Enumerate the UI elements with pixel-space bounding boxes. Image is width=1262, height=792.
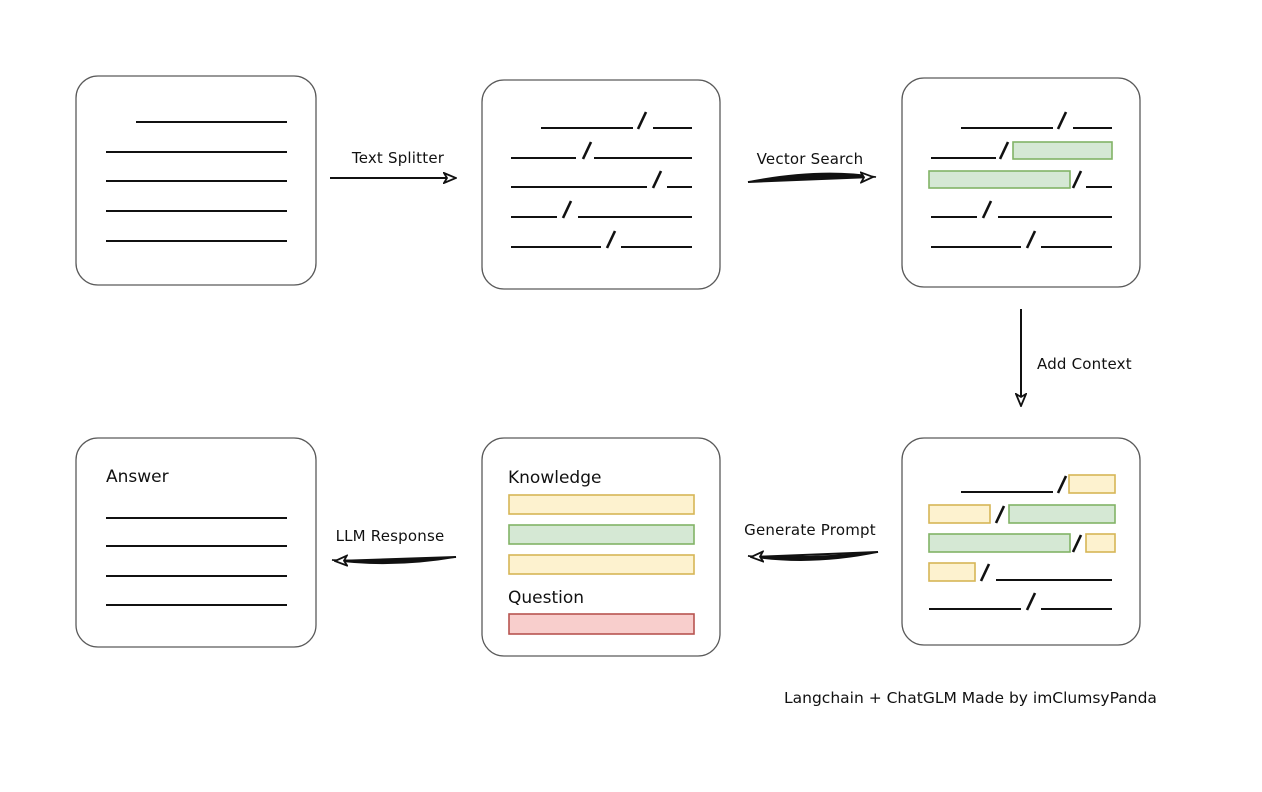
chunk-separator xyxy=(998,141,1010,160)
chunk-highlight-yellow xyxy=(928,504,991,524)
edge-generate-prompt: Generate Prompt xyxy=(744,521,879,561)
chunk-row xyxy=(931,141,1113,160)
chunk-row xyxy=(931,200,1112,219)
chunk-separator xyxy=(1071,534,1083,553)
chunk-row xyxy=(931,230,1112,249)
chunk-separator xyxy=(1025,230,1037,249)
edge-label-generate-prompt: Generate Prompt xyxy=(744,521,876,539)
chunk-row xyxy=(928,562,1112,582)
chunk-row xyxy=(928,170,1112,189)
chunk-separator xyxy=(981,200,993,219)
chunk-highlight-green xyxy=(928,533,1071,553)
chunk-highlight-yellow xyxy=(1085,533,1116,553)
chunk-highlight-yellow xyxy=(1068,474,1116,494)
chunk-row xyxy=(928,504,1116,524)
prompt-card[interactable] xyxy=(481,437,721,657)
answer-box[interactable]: Answer xyxy=(75,437,317,648)
context-chunks-box[interactable] xyxy=(901,437,1141,646)
answer-card[interactable] xyxy=(75,437,317,648)
chunk-row xyxy=(511,230,692,249)
chunk-separator xyxy=(1056,475,1068,494)
answer-heading: Answer xyxy=(106,467,169,487)
knowledge-heading: Knowledge xyxy=(508,468,601,488)
chunk-separator xyxy=(581,141,593,160)
chunk-row xyxy=(511,200,692,219)
arrow-llm-response xyxy=(336,557,457,561)
chunk-separator xyxy=(979,563,991,582)
chunk-separator xyxy=(994,505,1006,524)
knowledge-bar-yellow xyxy=(508,494,695,515)
split-chunks-card[interactable] xyxy=(481,79,721,290)
chunk-separator xyxy=(1071,170,1083,189)
arrow-llm-response-body xyxy=(331,556,457,565)
chunk-separator xyxy=(651,170,663,189)
chunk-separator xyxy=(561,200,573,219)
chunk-highlight-green xyxy=(1008,504,1116,524)
edge-llm-response: LLM Response xyxy=(331,527,457,565)
question-bar-red xyxy=(508,613,695,635)
arrow-vector-search-body xyxy=(747,172,877,183)
chunk-row xyxy=(541,111,692,130)
chunk-separator xyxy=(636,111,648,130)
matched-chunks-box[interactable] xyxy=(901,77,1141,288)
chunk-highlight-green xyxy=(1012,141,1113,160)
chunk-separator xyxy=(1025,592,1037,611)
edge-vector-search: Vector Search xyxy=(747,150,877,183)
knowledge-bar-green xyxy=(508,524,695,545)
edge-label-add-context: Add Context xyxy=(1037,355,1132,373)
chunk-row xyxy=(511,141,692,160)
edge-text-splitter: Text Splitter xyxy=(330,149,455,178)
edge-label-text-splitter: Text Splitter xyxy=(351,149,445,167)
source-document-box[interactable] xyxy=(75,75,317,286)
chunk-row xyxy=(511,170,692,189)
chunk-highlight-green xyxy=(928,170,1071,189)
edge-label-vector-search: Vector Search xyxy=(757,150,864,168)
arrow-generate-prompt-body xyxy=(747,551,879,561)
chunk-separator xyxy=(1056,111,1068,130)
prompt-box[interactable]: Knowledge Question xyxy=(481,437,721,657)
chunk-separator xyxy=(605,230,617,249)
question-heading: Question xyxy=(508,588,584,608)
footer-credit: Langchain + ChatGLM Made by imClumsyPand… xyxy=(784,689,1157,707)
chunk-highlight-yellow xyxy=(928,562,976,582)
chunk-row xyxy=(961,474,1116,494)
split-chunks-box[interactable] xyxy=(481,79,721,290)
chunk-row xyxy=(929,592,1112,611)
arrow-vector-search xyxy=(747,177,872,182)
edge-label-llm-response: LLM Response xyxy=(336,527,445,545)
edge-add-context: Add Context xyxy=(1021,309,1132,405)
knowledge-bar-yellow xyxy=(508,554,695,575)
chunk-row xyxy=(928,533,1116,553)
chunk-row xyxy=(961,111,1112,130)
arrow-generate-prompt xyxy=(752,552,879,557)
